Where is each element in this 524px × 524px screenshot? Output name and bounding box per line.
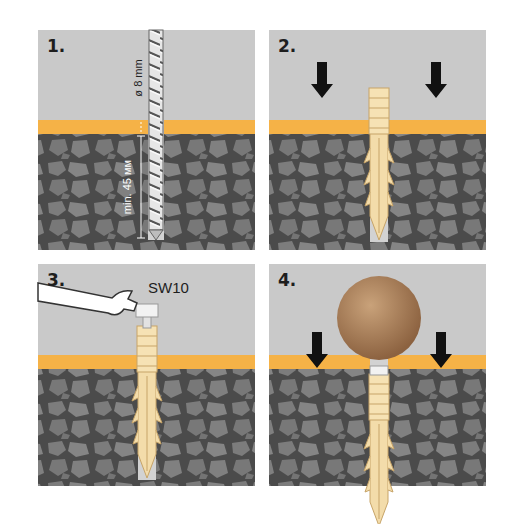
step-panel: 3. [38,264,255,486]
panel-drilling [38,30,255,250]
panel-drive-in [269,264,486,524]
panel-insert-dowel [269,30,486,250]
step-number: 4. [278,270,296,290]
wrench-size: SW10 [148,279,189,296]
panel-tighten-screw [38,264,255,486]
depth-dimension: min. 45 мм [121,160,133,214]
step-panel: 2. [269,30,486,250]
step-panel: 1. [38,30,255,250]
step-panel: 4. [269,264,486,486]
step-number: 2. [278,36,296,56]
step-number: 3. [47,270,65,290]
step-number: 1. [47,36,65,56]
diameter-dimension: ø 8 mm [132,59,144,96]
